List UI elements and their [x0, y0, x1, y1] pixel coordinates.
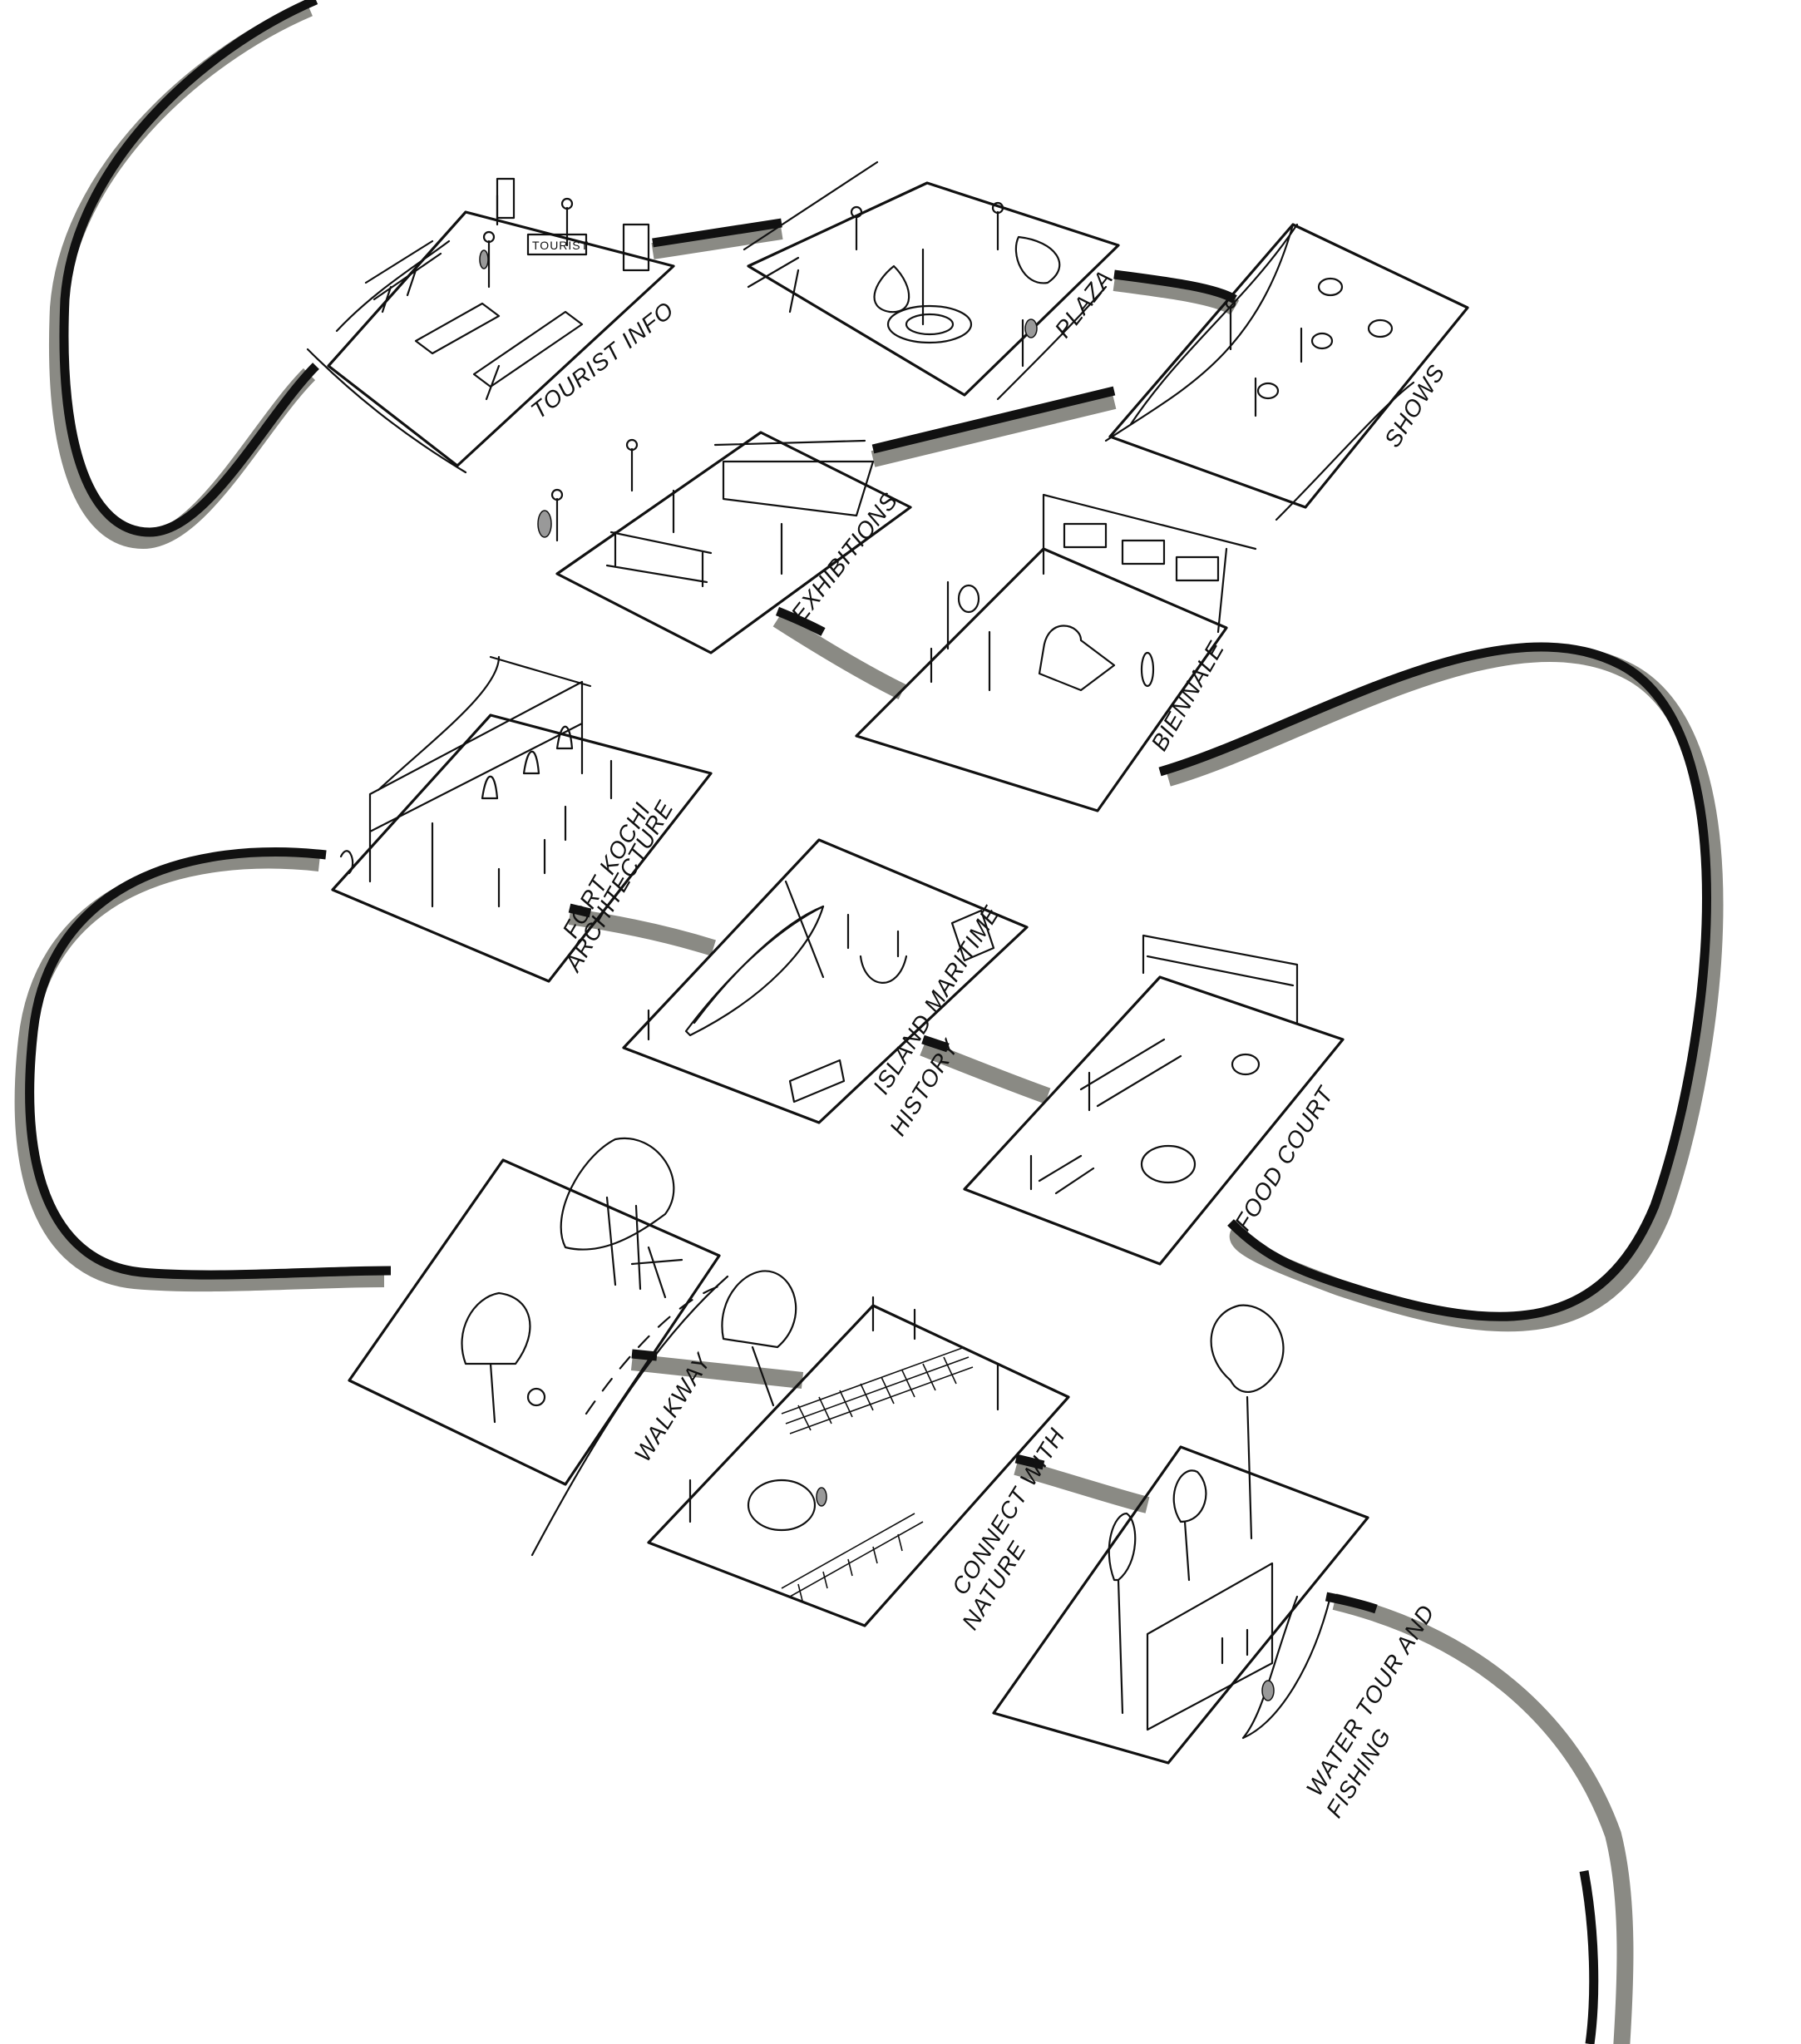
label-tourist-info: TOURIST INFO [526, 297, 679, 424]
path-water-tour-exit [1325, 1592, 1634, 2044]
path-shows-to-exhibitions [871, 386, 1117, 467]
node-walkway: WALKWAY [348, 1137, 729, 1557]
tourist-kiosk-sign: TOURIST [532, 239, 589, 252]
node-plaza: PLAZA [743, 160, 1120, 401]
path-biennale-to-food-court [1158, 642, 1724, 1332]
node-island-maritime-history: ISLAND MARITIME HISTORY [622, 838, 1029, 1140]
label-biennale: BIENNALE [1146, 637, 1229, 755]
path-maritime-to-food-court [920, 1034, 1051, 1104]
path-plaza-to-shows [1113, 269, 1240, 315]
path-nature-to-water [1014, 1454, 1150, 1513]
node-connect-with-nature: CONNECT WITH NATURE [647, 1270, 1070, 1634]
path-fort-kochi-to-maritime [568, 903, 716, 956]
node-exhibitions: EXHIBITIONS [537, 431, 912, 654]
path-tourist-to-plaza [651, 218, 783, 259]
node-water-tour-and-fishing: WATER TOUR AND FISHING [992, 1304, 1440, 1822]
node-shows: SHOWS [1104, 223, 1469, 521]
connection-paths [14, 0, 1724, 2044]
node-food-court: FOOD COURT [963, 934, 1345, 1266]
path-fort-kochi-to-walkway [14, 847, 392, 1292]
path-walkway-to-nature [630, 1349, 804, 1389]
node-tourist-info: TOURIST TOURIST INFO [306, 177, 679, 474]
path-exhibitions-to-biennale [772, 606, 906, 699]
path-top-left-loop [49, 0, 319, 550]
